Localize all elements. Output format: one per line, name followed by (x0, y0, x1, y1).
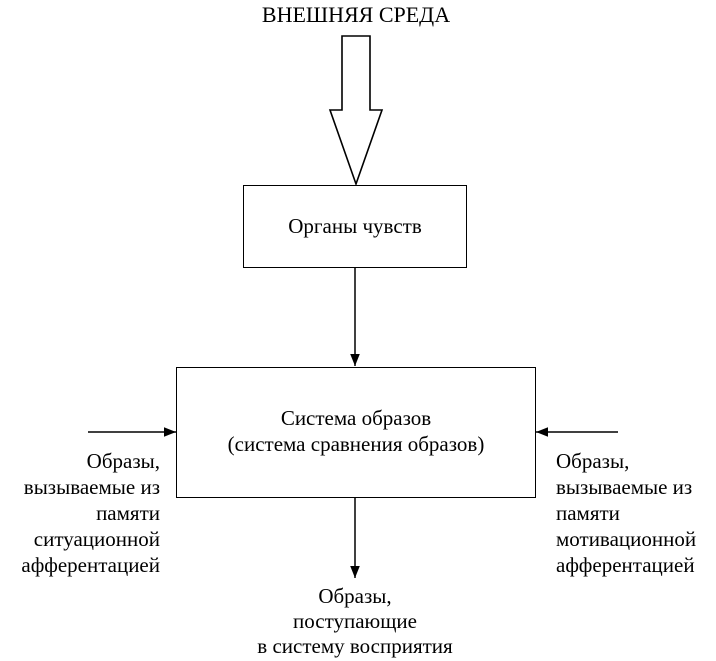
output-line: в систему восприятия (257, 634, 453, 658)
right-input-line: мотивационной (556, 527, 697, 551)
environment-label: ВНЕШНЯЯ СРЕДА (261, 2, 451, 27)
left-input-label: Образы, вызываемые из памяти ситуационно… (21, 448, 160, 578)
output-line: Образы, (318, 584, 392, 608)
left-input-line: памяти (96, 501, 160, 525)
system-box-title: Система образов (280, 406, 432, 430)
senses-box-label: Органы чувств (288, 214, 422, 238)
right-input-line: памяти (556, 501, 620, 525)
right-input-line: вызываемые из (556, 475, 693, 499)
output-label: Образы, поступающие в систему восприятия (205, 584, 505, 659)
right-input-label: Образы, вызываемые из памяти мотивационн… (556, 448, 696, 578)
left-input-line: Образы, (86, 449, 160, 473)
output-line: поступающие (293, 609, 417, 633)
environment-to-senses-arrow (328, 35, 384, 187)
senses-box: Органы чувств (243, 185, 467, 268)
left-input-line: ситуационной (33, 527, 160, 551)
right-input-line: афферентацией (556, 553, 695, 577)
left-input-line: афферентацией (21, 553, 160, 577)
system-box: Система образов (система сравнения образ… (176, 367, 536, 498)
system-box-subtitle: (система сравнения образов) (227, 432, 485, 456)
left-input-line: вызываемые из (23, 475, 160, 499)
right-input-line: Образы, (556, 449, 630, 473)
